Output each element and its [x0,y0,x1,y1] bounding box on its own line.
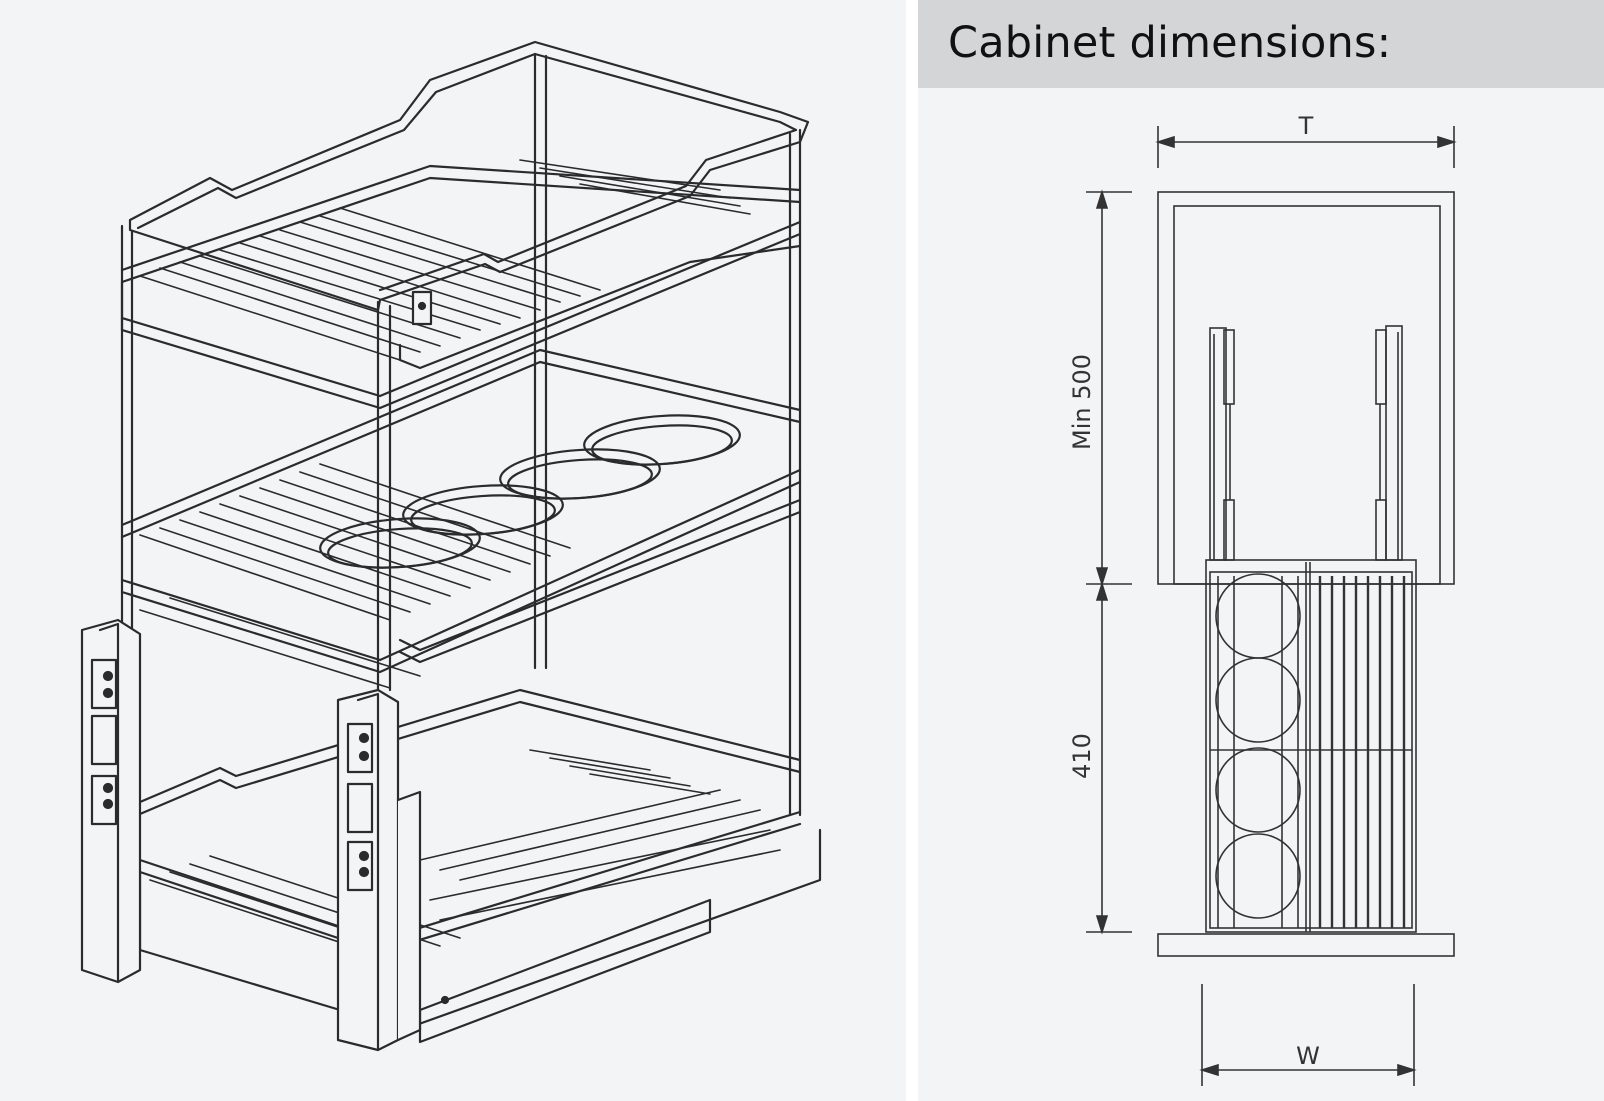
upper-shelf [120,159,802,410]
basket-front-view [1205,559,1417,933]
vertical-posts [120,128,802,817]
product-illustration-panel [80,40,822,1052]
lower-height-label: 410 [1068,733,1096,779]
bottom-shelf [138,688,822,1044]
front-left-mounting-bracket [80,618,142,984]
cabinet-plinth [1157,933,1455,957]
top-rail [128,40,810,670]
cabinet-outline [1157,191,1455,585]
height-dimension: Min 500 410 [1068,189,1132,935]
panel-divider [906,0,918,1101]
wire-basket-illustration [80,40,822,1052]
bottom-width-dimension: W [1199,984,1417,1086]
front-right-mounting-bracket [336,688,422,1052]
dimension-drawing: T Min 500 410 [1068,112,1457,1086]
top-width-dimension: T [1155,112,1457,168]
middle-shelf [120,348,802,689]
dimensions-panel: Cabinet dimensions: T Min 5 [918,0,1604,1101]
header-band: Cabinet dimensions: [918,0,1604,88]
top-width-label: T [1298,112,1314,140]
upper-height-label: Min 500 [1068,354,1096,450]
bottom-width-label: W [1296,1042,1320,1070]
page-title: Cabinet dimensions: [948,18,1392,68]
pull-out-rails [1209,325,1403,561]
